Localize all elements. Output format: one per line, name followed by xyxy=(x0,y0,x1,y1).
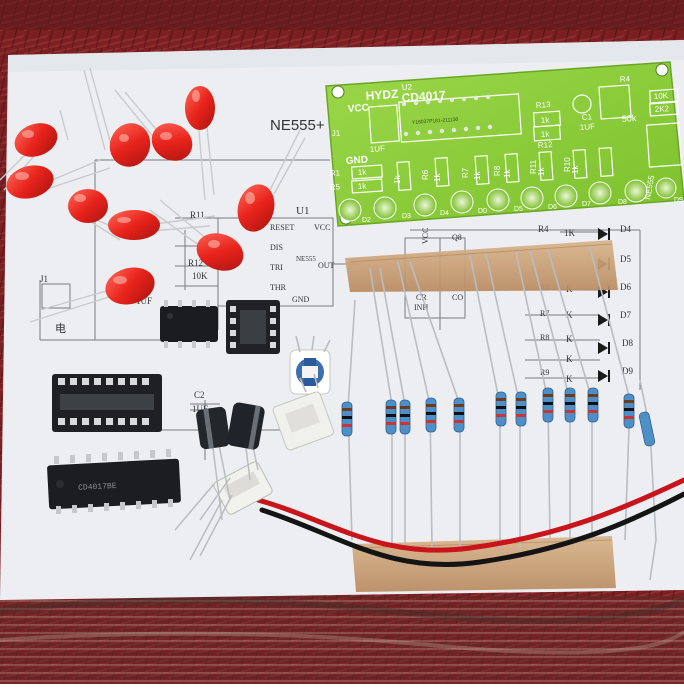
schematic-r12-value: 10K xyxy=(192,271,208,281)
pcb-board: HYDZ U2 CD4017 VCC GND J1 1UF Y16037P181… xyxy=(325,61,684,227)
schematic-out-label: OUT xyxy=(318,261,335,270)
schematic-vcc2-label: VCC xyxy=(421,228,430,244)
white-header-connector xyxy=(272,373,335,451)
tape-strip-top xyxy=(345,240,618,292)
schematic-inh-label: INH xyxy=(414,303,428,312)
schematic-j1-label: J1 xyxy=(40,274,48,284)
pcb-d6-label: D6 xyxy=(548,204,557,211)
resistor-row xyxy=(341,247,657,581)
pcb-r11-label: R11 xyxy=(529,159,538,174)
pcb-r5-value: 1k xyxy=(358,181,368,191)
pcb-ne555-label: NE555 xyxy=(643,174,656,200)
pcb-d4-label: D4 xyxy=(440,210,449,217)
pcb-r1-value: 1k xyxy=(358,167,368,177)
pcb-r12-value: 1k xyxy=(541,129,551,139)
schematic-u1-label: U1 xyxy=(296,205,309,217)
schematic-r8-label: R8 xyxy=(540,333,549,342)
pcb-r8-label: R8 xyxy=(493,165,502,176)
schematic-thr-label: THR xyxy=(270,283,287,292)
schematic-c2-value: 1UF xyxy=(192,404,208,414)
schematic-k-3: K xyxy=(566,334,573,344)
pcb-r11-value: 1k xyxy=(537,167,546,176)
schematic-d4-label: D4 xyxy=(620,224,631,234)
schematic-reset-label: RESET xyxy=(270,223,295,232)
pcb-silk-code: Y16037P181-211130 xyxy=(412,117,459,126)
pcb-d0-label: D0 xyxy=(478,208,487,215)
jst-connector xyxy=(174,461,273,561)
pcb-c2-value: 1UF xyxy=(370,144,386,154)
schematic-r4-value: 1K xyxy=(564,228,576,238)
schematic-d6-label: D6 xyxy=(620,282,631,292)
pcb-r6-value: 1k xyxy=(393,175,402,184)
schematic-cap-value: 1UF xyxy=(136,296,152,306)
red-leds xyxy=(0,67,306,323)
pcb-2k2-value: 2K2 xyxy=(655,104,670,114)
schematic-d5-label: D5 xyxy=(620,254,631,264)
pcb-r12-label: R12 xyxy=(538,140,554,150)
pcb-d9-label: D9 xyxy=(674,197,683,204)
pcb-gnd-label: GND xyxy=(345,154,368,167)
pcb-c1-label: C1 xyxy=(582,112,593,122)
pcb-u2-label: U2 xyxy=(402,82,413,92)
schematic-d7-label: D7 xyxy=(620,310,631,320)
pcb-r10-label: R10 xyxy=(563,157,572,172)
schematic-vcc-label: VCC xyxy=(314,223,330,232)
pcb-j1-label: J1 xyxy=(332,128,342,138)
electrolytic-capacitors xyxy=(196,402,265,521)
pcb-led-footprints xyxy=(338,177,677,222)
pcb-vcc-label: VCC xyxy=(347,103,369,115)
schematic-r12-label: R12 xyxy=(188,258,203,268)
pcb-r1-label: R1 xyxy=(330,168,341,178)
pcb-d8-label: D8 xyxy=(618,199,627,206)
pcb-c1-value: 1UF xyxy=(580,122,596,132)
pcb-r6b-value: 1k xyxy=(433,173,442,182)
pcb-brand: HYDZ xyxy=(365,87,399,103)
pcb-d2-label: D2 xyxy=(362,217,371,224)
pcb-r5-label: R5 xyxy=(330,182,341,192)
pcb-10k-value: 10K xyxy=(654,91,669,101)
pcb-chip-name: CD4017 xyxy=(401,88,446,105)
schematic-r7-label: R7 xyxy=(540,309,549,318)
pcb-r10-value: 1k xyxy=(571,165,580,174)
schematic-r9-label: R9 xyxy=(540,368,549,377)
pcb-d5-label: D5 xyxy=(514,206,523,213)
schematic-r4-label: R4 xyxy=(538,224,549,234)
schematic-dis-label: DIS xyxy=(270,243,283,252)
power-wires xyxy=(255,477,684,568)
schematic-q8-label: Q8 xyxy=(452,233,462,242)
pcb-r6-label: R6 xyxy=(421,169,430,180)
schematic-power-label: 电 xyxy=(55,322,66,335)
pcb-r4-label: R4 xyxy=(620,74,631,84)
ne555-chip xyxy=(160,300,218,348)
pcb-r13-value: 1k xyxy=(541,115,551,125)
ic-socket-16pin xyxy=(52,374,162,432)
cd4017-marking: CD4017BE xyxy=(78,482,117,493)
ic-socket-8pin xyxy=(226,300,280,354)
pcb-r7-value: 1k xyxy=(473,171,482,180)
schematic-r11-label: R11 xyxy=(190,210,205,220)
cd4017-chip: CD4017BE xyxy=(47,449,181,514)
pcb-r7-label: R7 xyxy=(461,167,470,178)
pcb-r8-value: 1k xyxy=(503,169,512,178)
schematic-k-4: K xyxy=(566,354,573,364)
schematic-tri-label: TRI xyxy=(270,263,283,272)
pcb-d3-label: D3 xyxy=(402,213,411,220)
schematic-gnd-label: GND xyxy=(292,295,310,304)
schematic-ne555-title: NE555+ xyxy=(270,117,325,134)
schematic-d8-label: D8 xyxy=(622,338,633,348)
pcb-r13-label: R13 xyxy=(536,100,552,110)
schematic-k-5: K xyxy=(566,374,573,384)
schematic-c2-label: C2 xyxy=(194,390,205,400)
pcb-r4-value: 50k xyxy=(621,113,637,124)
schematic-ne555-small: NE555 xyxy=(296,255,316,263)
schematic-k-2: K xyxy=(566,310,573,320)
schematic-co-label: CO xyxy=(452,293,463,302)
schematic-d9-label: D9 xyxy=(622,366,633,376)
pcb-d7-label: D7 xyxy=(582,201,591,208)
